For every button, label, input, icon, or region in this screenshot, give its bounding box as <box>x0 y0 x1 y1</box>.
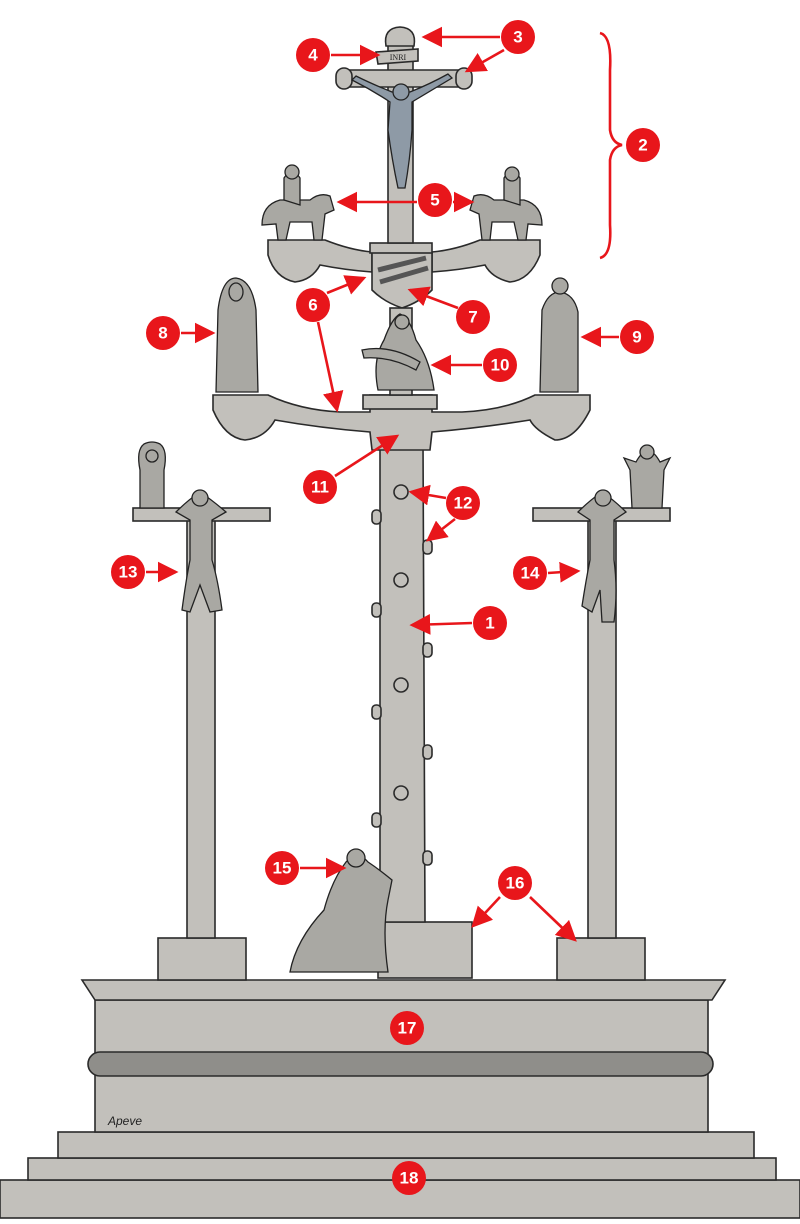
shaft-knobs <box>371 484 433 866</box>
lower-arms <box>212 394 591 451</box>
good-thief-statue <box>174 489 228 613</box>
svg-text:9: 9 <box>632 328 641 347</box>
svg-text:13: 13 <box>119 563 138 582</box>
left-thief-cross <box>132 441 271 981</box>
mary-magdalene-statue <box>289 848 393 973</box>
label-3: 3 <box>501 20 535 54</box>
label-13: 13 <box>111 555 145 589</box>
label-4: 4 <box>296 38 330 72</box>
bad-thief-statue <box>576 489 628 623</box>
label-2: 2 <box>626 128 660 162</box>
crossbar-fleuron-left <box>335 67 353 90</box>
svg-text:6: 6 <box>308 296 317 315</box>
crossbar-fleuron-right <box>455 67 473 90</box>
svg-text:4: 4 <box>308 46 318 65</box>
label-10: 10 <box>483 348 517 382</box>
label-9: 9 <box>620 320 654 354</box>
svg-text:INRI: INRI <box>390 53 407 62</box>
devil-statue <box>622 444 672 509</box>
right-horseman-statue <box>469 166 543 241</box>
label-1: 1 <box>473 606 507 640</box>
left-horseman-statue <box>261 164 335 241</box>
svg-text:15: 15 <box>273 859 292 878</box>
platform: Apeve <box>80 979 727 1133</box>
svg-text:18: 18 <box>400 1169 419 1188</box>
svg-text:3: 3 <box>513 28 522 47</box>
callout-labels: 1 2 3 4 5 6 7 8 9 10 11 12 13 14 15 16 1… <box>111 20 660 1195</box>
cross-finial <box>384 26 416 47</box>
virgin-mary-statue <box>215 277 259 393</box>
saint-john-statue <box>539 277 579 393</box>
bracket-2 <box>599 31 623 260</box>
label-7: 7 <box>456 300 490 334</box>
central-shaft <box>371 439 473 979</box>
svg-text:12: 12 <box>454 494 473 513</box>
inri-sign: INRI <box>375 48 419 65</box>
label-14: 14 <box>513 556 547 590</box>
svg-text:8: 8 <box>158 324 167 343</box>
shield-stripes <box>377 255 429 285</box>
label-12: 12 <box>446 486 480 520</box>
label-17: 17 <box>390 1011 424 1045</box>
label-16: 16 <box>498 866 532 900</box>
svg-text:1: 1 <box>485 614 494 633</box>
svg-text:10: 10 <box>491 356 510 375</box>
label-6: 6 <box>296 288 330 322</box>
svg-text:16: 16 <box>506 874 525 893</box>
label-15: 15 <box>265 851 299 885</box>
svg-text:5: 5 <box>430 191 439 210</box>
label-8: 8 <box>146 316 180 350</box>
christ-statue <box>350 73 454 189</box>
right-thief-cross <box>532 444 672 981</box>
label-18: 18 <box>392 1161 426 1195</box>
label-5: 5 <box>418 183 452 217</box>
pieta-statue <box>361 313 435 391</box>
svg-text:17: 17 <box>398 1019 417 1038</box>
svg-text:11: 11 <box>311 478 329 497</box>
label-11: 11 <box>303 470 337 504</box>
main-cross: INRI <box>335 26 473 244</box>
svg-text:2: 2 <box>638 136 647 155</box>
svg-text:7: 7 <box>468 308 477 327</box>
svg-text:14: 14 <box>521 564 540 583</box>
callout-arrows <box>146 26 623 942</box>
angel-statue <box>138 441 166 509</box>
artist-signature: Apeve <box>107 1114 142 1128</box>
